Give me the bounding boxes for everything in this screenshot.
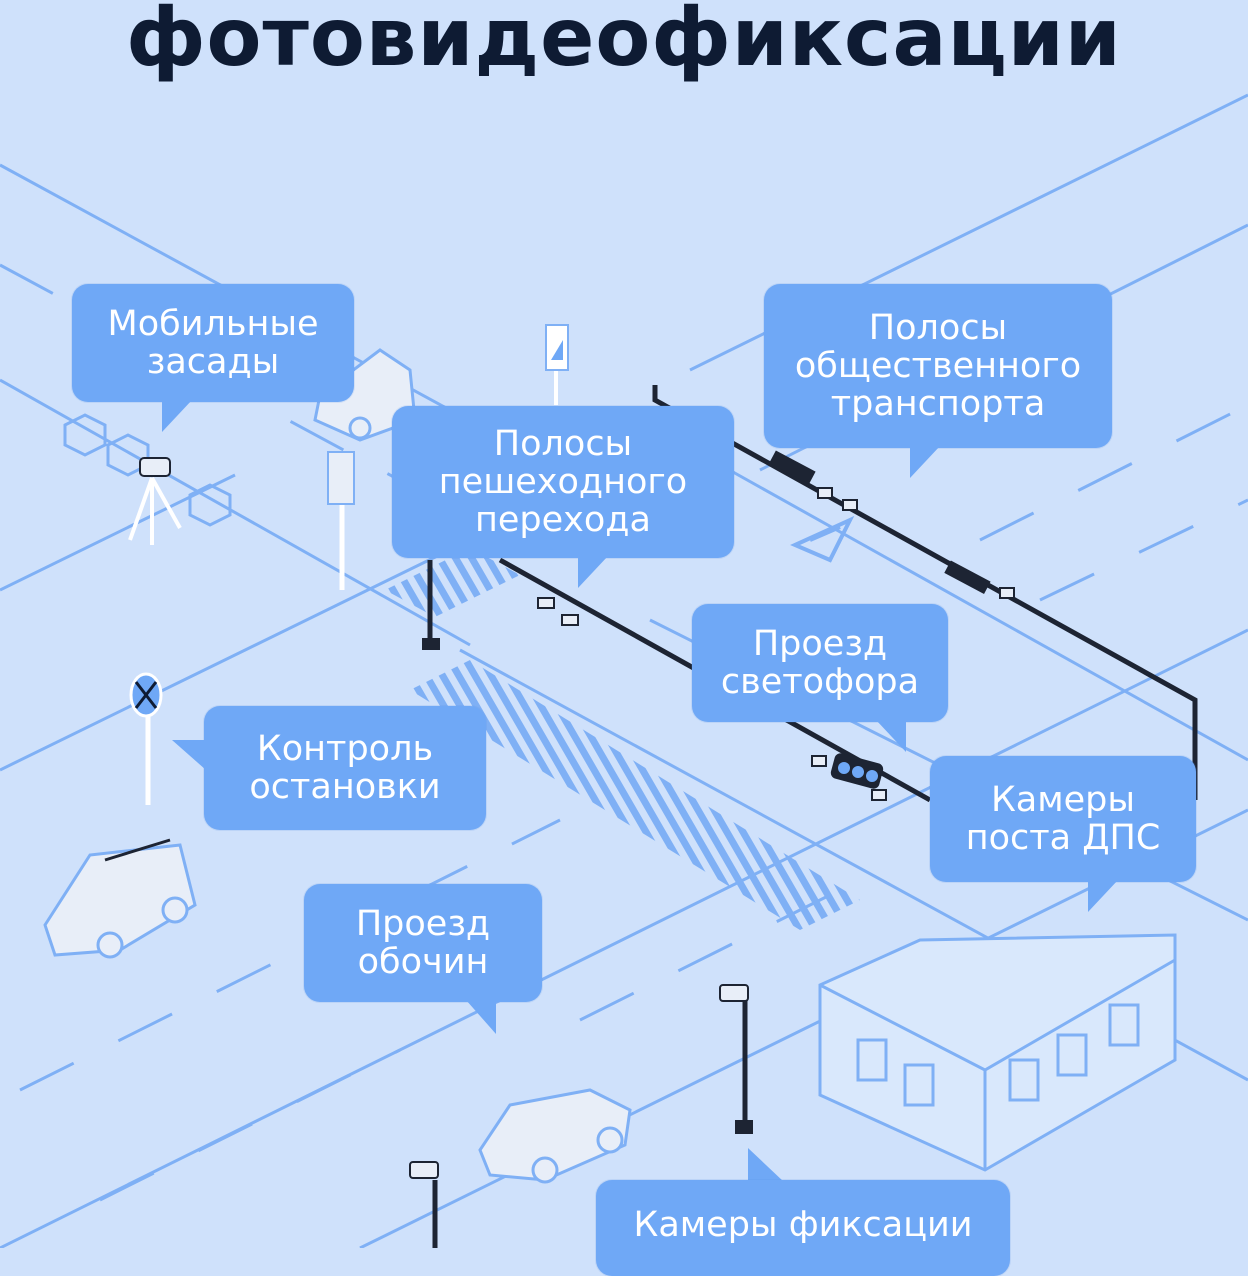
page-title: фотовидеофиксации <box>126 0 1122 84</box>
tripod-speed-camera-icon <box>63 413 232 545</box>
bubble-tail <box>1088 880 1118 912</box>
gantry-cameras <box>422 450 991 650</box>
bubble-tail <box>172 740 206 770</box>
bubble-tail <box>748 1148 784 1182</box>
label-mobile-ambush-text: Мобильные засады <box>107 304 319 382</box>
label-pedestrian-crossing-lanes: Полосы пешеходного перехода <box>392 406 734 558</box>
crosswalk-lower <box>410 660 860 930</box>
info-sign-icon <box>327 451 355 590</box>
bubble-tail <box>910 446 940 478</box>
label-pedestrian-crossing-lanes-text: Полосы пешеходного перехода <box>438 424 688 540</box>
label-shoulder-passage: Проезд обочин <box>304 884 542 1002</box>
label-mobile-ambush: Мобильные засады <box>72 284 354 402</box>
crosswalk-upper <box>385 548 520 617</box>
camera-icon <box>719 984 753 1134</box>
label-traffic-light-passage-text: Проезд светофора <box>720 624 920 702</box>
camera-icon <box>409 1161 439 1248</box>
label-dps-post-cameras: Камеры поста ДПС <box>930 756 1196 882</box>
bus-lane-marking <box>790 515 855 563</box>
small-cameras <box>537 487 1015 626</box>
label-stop-control-text: Контроль остановки <box>249 729 441 807</box>
traffic-light-icon <box>811 753 887 801</box>
label-traffic-light-passage: Проезд светофора <box>692 604 948 722</box>
car-icon <box>478 1088 632 1184</box>
road-scene-illustration <box>0 93 1248 1248</box>
label-public-transport-lanes: Полосы общественного транспорта <box>764 284 1112 448</box>
label-fixation-cameras-text: Камеры фиксации <box>633 1205 973 1245</box>
bubble-tail <box>162 400 192 432</box>
car-icon <box>43 838 197 959</box>
label-fixation-cameras: Камеры фиксации <box>596 1180 1010 1276</box>
pedestrian-crossing-sign-icon <box>545 324 569 405</box>
building-icon <box>818 933 1177 1172</box>
label-stop-control: Контроль остановки <box>204 706 486 830</box>
label-public-transport-lanes-text: Полосы общественного транспорта <box>794 308 1082 424</box>
bubble-tail <box>578 556 608 588</box>
label-dps-post-cameras-text: Камеры поста ДПС <box>965 780 1161 858</box>
bubble-tail <box>466 1000 496 1034</box>
no-stopping-sign-icon <box>129 672 163 805</box>
bubble-tail <box>876 720 906 752</box>
label-shoulder-passage-text: Проезд обочин <box>355 904 491 982</box>
